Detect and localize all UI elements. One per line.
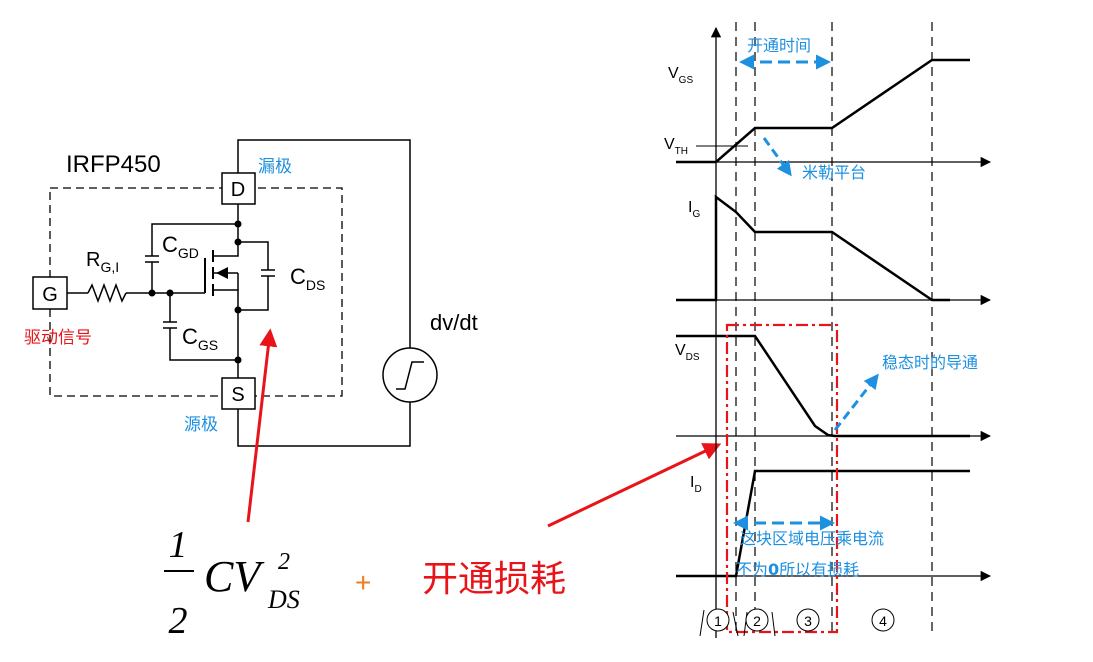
- device-name: IRFP450: [66, 151, 161, 178]
- drain-node: [234, 220, 242, 228]
- formula-power: 2: [278, 549, 290, 575]
- drive-signal-note: 驱动信号: [24, 328, 92, 348]
- cgd-label: CGD: [162, 232, 199, 261]
- region-marker-3: 3: [796, 608, 820, 632]
- resistor-label: RG,I: [86, 249, 119, 275]
- vgs-trace: [676, 58, 970, 164]
- source-node: [234, 356, 242, 364]
- steady-conduction-label: 稳态时的导通: [882, 353, 978, 372]
- region-bracket-left: [699, 609, 776, 637]
- turn-on-loss-label: 开通损耗: [422, 559, 566, 600]
- dvdt-source: [382, 347, 438, 403]
- miller-plateau-label: 米勒平台: [802, 163, 866, 182]
- mosfet-body-arrow: [216, 267, 228, 279]
- gate-resistor: [87, 282, 127, 304]
- id-label: ID: [690, 474, 702, 495]
- formula-numerator: 1: [169, 524, 188, 566]
- vgs-label: VGS: [668, 65, 693, 86]
- gate-terminal-label: G: [42, 284, 58, 306]
- formula-plus: +: [355, 567, 371, 598]
- region-marker-2: 2: [745, 608, 769, 632]
- drain-note: 漏极: [258, 157, 292, 177]
- loss-note-line-2: 不为0所以有损耗: [736, 560, 859, 579]
- turn-on-time-label: 开通时间: [747, 36, 811, 55]
- cds-label: CDS: [290, 264, 325, 293]
- vds-label: VDS: [675, 342, 700, 363]
- dvdt-label: dv/dt: [430, 310, 478, 335]
- external-loop-top: [237, 139, 411, 348]
- red-arrow-to-waveform: [547, 443, 722, 528]
- svg-text:1: 1: [714, 613, 722, 629]
- cds-wire: [238, 241, 269, 270]
- mosfet-circuit: IRFP450 G 驱动信号 RG,I CGD CGS: [24, 139, 478, 447]
- loss-formula: 1 2 CV 2 DS + 开通损耗: [164, 524, 566, 642]
- cds-wire-bottom: [238, 276, 269, 311]
- vds-trace: [676, 334, 970, 438]
- svg-text:3: 3: [804, 613, 812, 629]
- ig-label: IG: [688, 199, 700, 220]
- loss-note-line-1: 这块区域电压乘电流: [740, 529, 884, 548]
- cgd-wire-top: [151, 223, 238, 256]
- switching-waveforms: VGS VTH IG VDS ID 开通时间 米勒平台 稳态时的导通 这块区域电…: [664, 22, 992, 638]
- formula-denominator: 2: [169, 600, 188, 642]
- device-package-outline: [49, 187, 343, 397]
- vth-label: VTH: [664, 136, 688, 157]
- source-terminal-label: S: [231, 384, 244, 406]
- drain-terminal-label: D: [231, 179, 245, 201]
- region-marker-1: 1: [706, 608, 730, 632]
- ig-trace: [676, 194, 950, 302]
- gate-terminal[interactable]: [32, 276, 68, 310]
- external-loop-bottom: [237, 402, 411, 447]
- formula-cv: CV: [204, 552, 265, 601]
- svg-text:2: 2: [753, 613, 761, 629]
- loss-region-box: [725, 323, 839, 634]
- mosfet-drain-leg: [213, 224, 239, 257]
- cgs-label: CGS: [182, 324, 218, 353]
- dvdt-step-symbol: [396, 361, 424, 390]
- steady-conduction-arrow: [833, 373, 879, 431]
- miller-plateau-arrow: [762, 137, 792, 177]
- formula-subscript: DS: [267, 585, 300, 614]
- region-marker-4: 4: [871, 608, 895, 632]
- source-note: 源极: [184, 415, 218, 435]
- source-terminal[interactable]: [221, 377, 256, 410]
- red-arrow-to-source: [246, 328, 278, 523]
- svg-text:4: 4: [879, 613, 887, 629]
- drain-terminal[interactable]: [221, 172, 256, 205]
- cgs-wire-bottom: [169, 328, 238, 361]
